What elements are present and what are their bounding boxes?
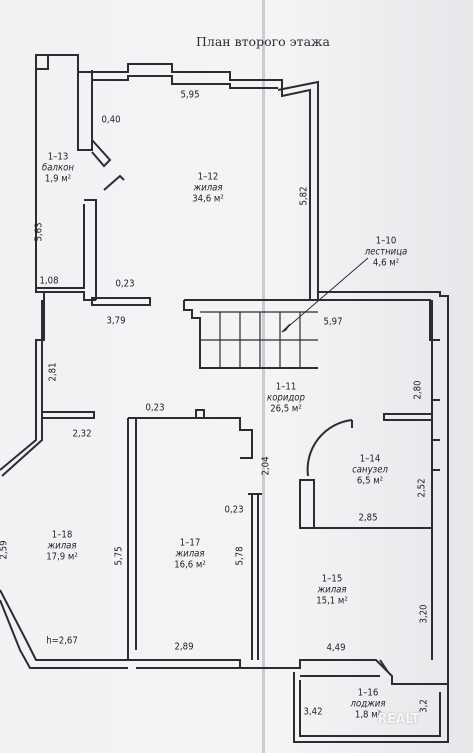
stair-outline [183, 299, 318, 369]
watermark: REALT [378, 712, 420, 727]
room-1-12-label: 1–12 [197, 171, 219, 183]
door-1-12 [91, 139, 112, 168]
room-1-18-label: 1–18 [51, 529, 73, 541]
dim-2-85: 2,85 [358, 512, 378, 524]
room-1-17-area: 16,6 м² [174, 559, 206, 571]
partition-1-17-top [128, 417, 253, 459]
wall-balcony [36, 54, 85, 289]
stair-arrow-head [281, 323, 291, 333]
room-1-18-name: жилая [47, 540, 77, 552]
stair-arrow [281, 257, 369, 333]
room-1-14-label: 1–14 [359, 453, 381, 465]
dim-5-97: 5,97 [323, 316, 343, 328]
room-1-12-area: 34,6 м² [192, 193, 224, 205]
wall-loggia [293, 672, 449, 743]
dim-5-82: 5,82 [298, 186, 310, 206]
dim-ceiling-height: h=2,67 [46, 635, 78, 647]
bath-partition [383, 413, 433, 421]
room-1-11-name: коридор [267, 392, 305, 404]
room-1-12-name: жилая [193, 182, 223, 194]
room-1-17-name: жилая [175, 548, 205, 560]
dim-4-49: 4,49 [326, 642, 346, 654]
room-1-15-label: 1–15 [321, 573, 343, 585]
dim-0-23-low: 0,23 [224, 504, 244, 516]
room-1-13-name: балкон [42, 162, 74, 174]
partition-2-32 [41, 411, 95, 419]
dim-0-23-mid: 0,23 [145, 402, 165, 414]
room-1-15-name: жилая [317, 584, 347, 596]
dim-3-2: 3,2 [418, 699, 430, 713]
dim-2-59: 2,59 [0, 540, 10, 560]
dim-2-52: 2,52 [416, 478, 428, 498]
wall-loggia-inner [299, 680, 441, 737]
room-1-14: 1–14 санузел 6,5 м² [352, 454, 388, 487]
wall-top-right [277, 80, 319, 300]
room-1-10-area: 4,6 м² [372, 257, 400, 269]
dim-0-23-top: 0,23 [115, 278, 135, 290]
room-1-16-label: 1–16 [357, 687, 379, 699]
room-1-12: 1–12 жилая 34,6 м² [192, 172, 224, 205]
wall-right-top [318, 291, 449, 660]
room-1-16-name: лоджия [350, 698, 386, 710]
dim-3-42: 3,42 [303, 706, 323, 718]
bath-arc [306, 419, 353, 477]
room-1-11-area: 26,5 м² [270, 403, 302, 415]
partition-column [195, 409, 205, 419]
room-1-16-area: 1,8 м² [354, 709, 382, 721]
room-1-10-name: лестница [364, 246, 408, 258]
wall-top [77, 60, 283, 90]
wall-bottom [128, 659, 449, 685]
wall-top-inner [91, 70, 278, 89]
wall-1-18-angled [0, 589, 128, 661]
room-1-11-label: 1–11 [275, 381, 297, 393]
wall-1-12-left [77, 72, 93, 151]
room-1-13-area: 1,9 м² [44, 173, 72, 185]
dim-3-20: 3,20 [418, 604, 430, 624]
dim-3-79: 3,79 [106, 315, 126, 327]
bath-cabinet [299, 479, 315, 529]
dim-5-95: 5,95 [180, 89, 200, 101]
loggia-door [379, 659, 389, 673]
room-1-10-label: 1–10 [375, 235, 397, 247]
room-1-15-area: 15,1 м² [316, 595, 348, 607]
room-1-15: 1–15 жилая 15,1 м² [316, 574, 348, 607]
wall-1-12-bottom [44, 291, 96, 301]
dim-2-32: 2,32 [72, 428, 92, 440]
wall-right-window [432, 339, 440, 471]
dim-1-08: 1,08 [39, 275, 59, 287]
wall-top-right-inner [281, 88, 311, 300]
plan-title: План второго этажа [196, 34, 330, 49]
wall-outer-left-inner [1, 300, 43, 477]
room-1-14-area: 6,5 м² [356, 475, 384, 487]
room-1-16: 1–16 лоджия 1,8 м² [351, 688, 386, 721]
dim-0-40: 0,40 [101, 114, 121, 126]
dim-2-80: 2,80 [412, 380, 424, 400]
dim-5-78: 5,78 [234, 546, 246, 566]
wall-1-18-angled-inner [0, 599, 128, 669]
dim-5-75: 5,75 [113, 546, 125, 566]
door-1-12-lower [103, 174, 125, 191]
wall-1-12-left-lower [84, 199, 97, 300]
stair-steps [200, 311, 318, 368]
room-1-18-area: 17,9 м² [46, 551, 78, 563]
room-1-17: 1–17 жилая 16,6 м² [174, 538, 206, 571]
dim-2-81: 2,81 [47, 362, 59, 382]
room-1-13-label: 1–13 [47, 151, 69, 163]
room-1-13: 1–13 балкон 1,9 м² [42, 152, 74, 185]
room-1-18: 1–18 жилая 17,9 м² [46, 530, 78, 563]
wall-bottom-inner [136, 667, 380, 677]
dim-2-89: 2,89 [174, 641, 194, 653]
room-1-14-name: санузел [352, 464, 388, 476]
paper-fold [262, 0, 265, 753]
room-1-10: 1–10 лестница 4,6 м² [365, 236, 408, 269]
room-1-17-label: 1–17 [179, 537, 201, 549]
wall-outer-left [0, 55, 45, 471]
dim-5-63: 5,63 [33, 222, 45, 242]
room-1-11: 1–11 коридор 26,5 м² [267, 382, 305, 415]
partition-3-79 [91, 297, 151, 306]
dim-2-04: 2,04 [260, 456, 272, 476]
balcony-column [35, 54, 49, 70]
